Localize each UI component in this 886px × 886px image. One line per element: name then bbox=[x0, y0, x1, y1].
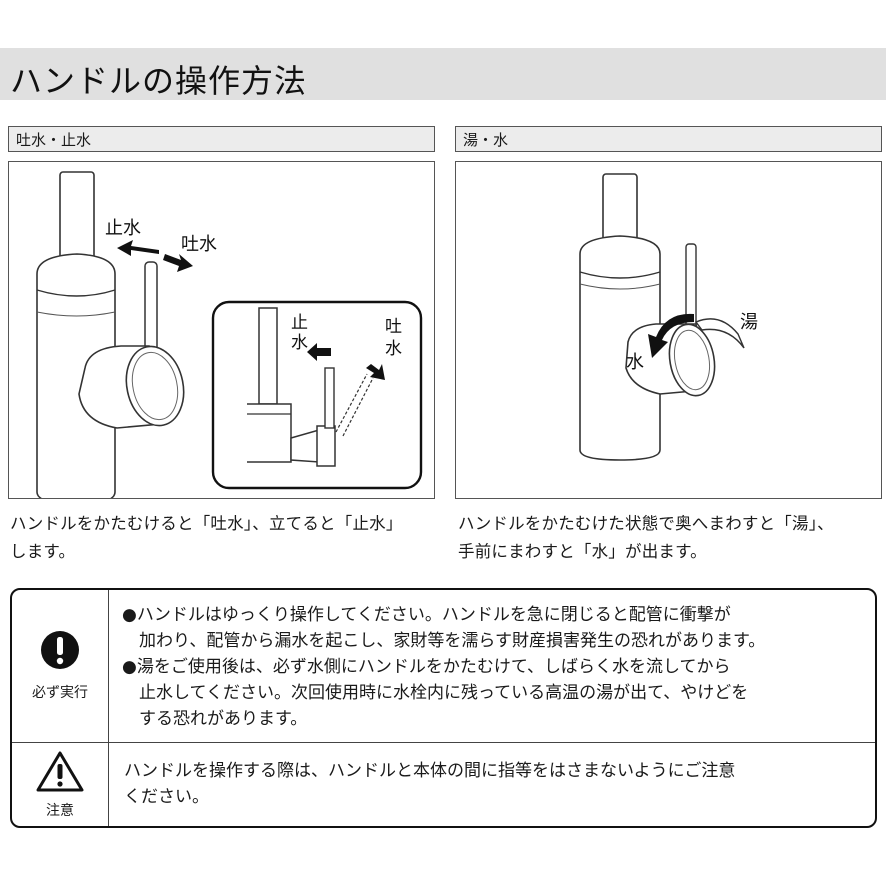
inset-label-spout-1: 吐 bbox=[385, 317, 402, 337]
mandatory-line: ●ハンドルはゆっくり操作してください。ハンドルを急に閉じると配管に衝撃が bbox=[122, 605, 731, 625]
label-hot: 湯 bbox=[740, 312, 758, 333]
warning-divider-horizontal bbox=[12, 742, 875, 743]
mandatory-line: ●湯をご使用後は、必ず水側にハンドルをかたむけて、しばらく水を流してから bbox=[122, 657, 731, 677]
warning-triangle-icon bbox=[36, 751, 84, 792]
caption-line: ハンドルをかたむけると「吐水」、立てると「止水」 bbox=[10, 514, 403, 533]
faucet-spout-illustration: 止水 吐水 止 水 吐 水 bbox=[36, 171, 423, 498]
label-stop: 止水 bbox=[105, 218, 141, 239]
panel-label-hot-cold: 湯・水 bbox=[455, 126, 882, 152]
caption-line: 手前にまわすと「水」が出ます。 bbox=[458, 542, 707, 561]
caption-spout-stop: ハンドルをかたむけると「吐水」、立てると「止水」 します。 bbox=[10, 510, 403, 566]
mandatory-text: ●ハンドルはゆっくり操作してください。ハンドルを急に閉じると配管に衝撃が 加わり… bbox=[122, 602, 765, 732]
caption-line: ハンドルをかたむけた状態で奥へまわすと「湯」、 bbox=[458, 514, 834, 533]
faucet-hot-cold-illustration: 湯 水 bbox=[579, 173, 758, 461]
caution-line: ハンドルを操作する際は、ハンドルと本体の間に指等をはさまないようにご注意 bbox=[124, 761, 736, 781]
mandatory-line: する恐れがあります。 bbox=[139, 709, 308, 729]
warning-box: 必ず実行 注意 ●ハンドルはゆっくり操作してください。ハンドルを急に閉じると配管… bbox=[10, 588, 877, 828]
panel-hot-cold-illustration: 湯 水 bbox=[455, 161, 882, 499]
panel-spout-stop-illustration: 止水 吐水 止 水 吐 水 bbox=[8, 161, 435, 499]
warning-divider-vertical bbox=[108, 590, 109, 826]
label-spout: 吐水 bbox=[181, 234, 217, 255]
inset-label-spout-2: 水 bbox=[385, 339, 402, 359]
mandatory-line: 止水してください。次回使用時に水栓内に残っている高温の湯が出て、やけどを bbox=[139, 683, 749, 703]
label-cold: 水 bbox=[626, 352, 644, 373]
mandatory-label: 必ず実行 bbox=[32, 685, 88, 701]
exclamation-circle-icon bbox=[41, 631, 79, 669]
caption-hot-cold: ハンドルをかたむけた状態で奥へまわすと「湯」、 手前にまわすと「水」が出ます。 bbox=[458, 510, 834, 566]
page-title: ハンドルの操作方法 bbox=[10, 62, 308, 100]
panel-label-spout-stop: 吐水・止水 bbox=[8, 126, 435, 152]
inset-label-stop-1: 止 bbox=[291, 313, 308, 333]
caution-text: ハンドルを操作する際は、ハンドルと本体の間に指等をはさまないようにご注意 くださ… bbox=[124, 758, 735, 810]
mandatory-line: 加わり、配管から漏水を起こし、家財等を濡らす財産損害発生の恐れがあります。 bbox=[139, 631, 766, 651]
caution-line: ください。 bbox=[124, 787, 209, 807]
title-bar: ハンドルの操作方法 bbox=[0, 48, 886, 100]
caution-label: 注意 bbox=[46, 803, 74, 819]
caption-line: します。 bbox=[10, 542, 76, 561]
inset-label-stop-2: 水 bbox=[291, 333, 308, 353]
